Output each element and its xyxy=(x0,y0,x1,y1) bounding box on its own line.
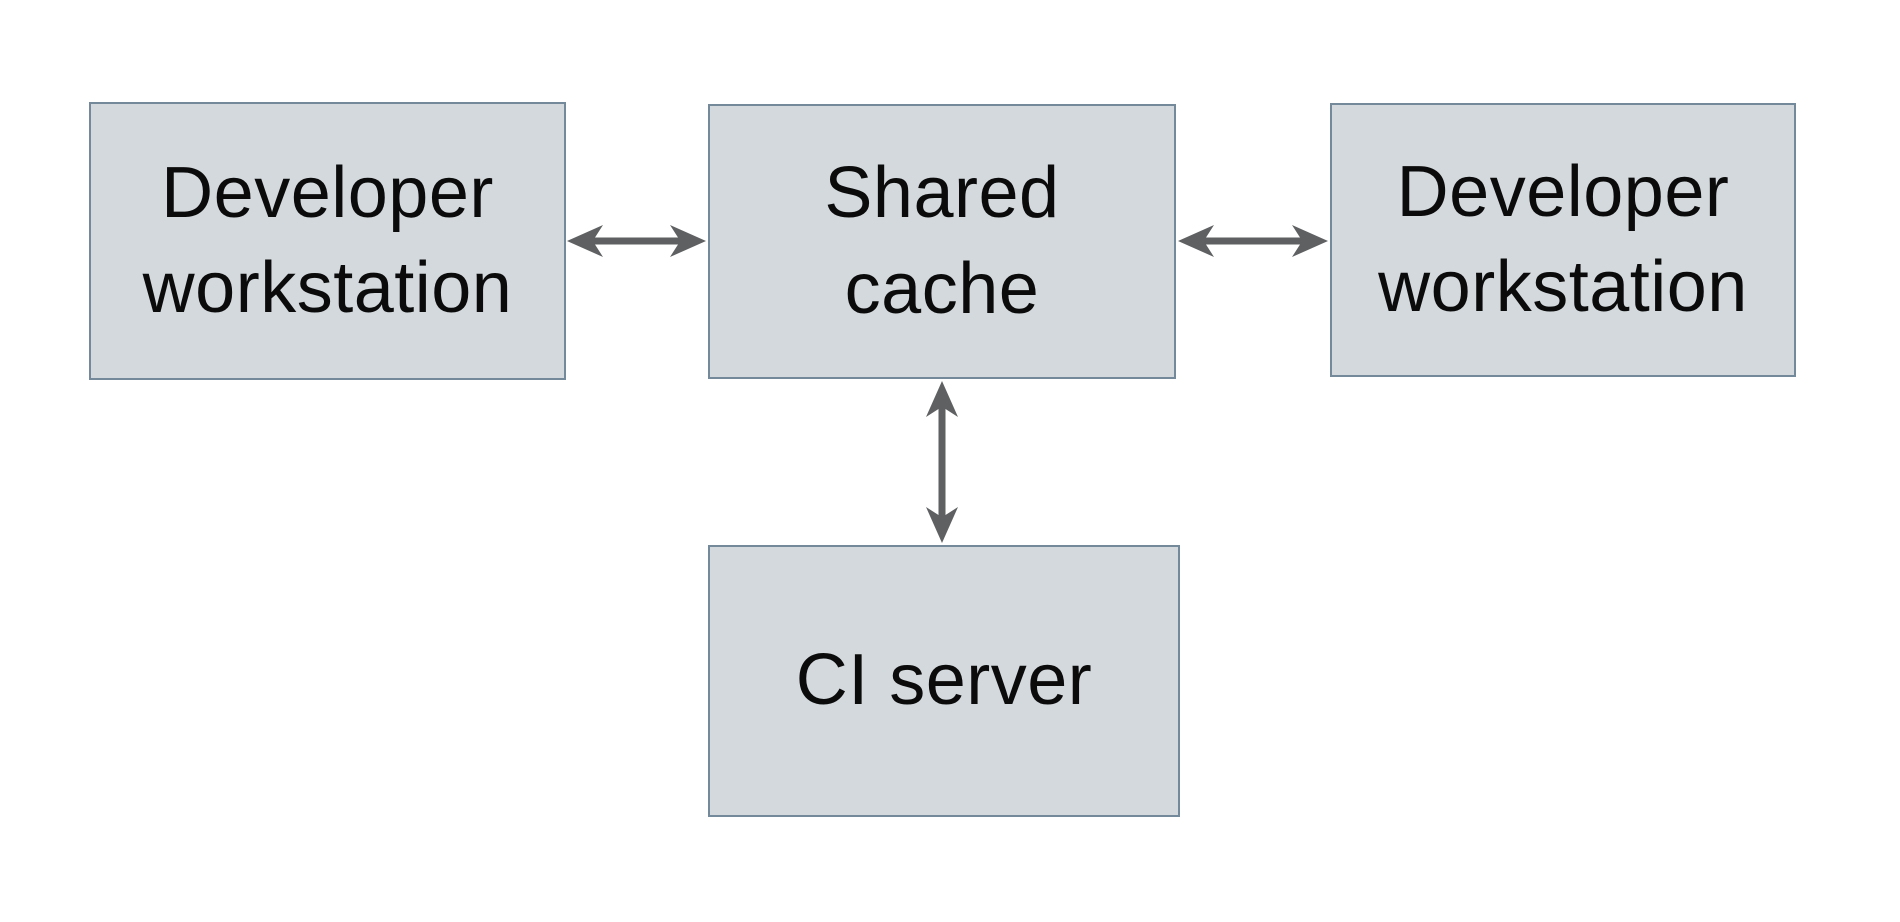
node-developer-workstation-left: Developer workstation xyxy=(89,102,566,380)
node-label-developer-workstation-left: Developer workstation xyxy=(142,152,513,328)
node-label-shared-cache: Shared cache xyxy=(824,153,1060,329)
node-label-ci-server: CI server xyxy=(795,640,1093,721)
node-label-developer-workstation-right: Developer workstation xyxy=(1378,151,1748,327)
node-ci-server: CI server xyxy=(708,545,1180,817)
double-arrow-shared-cache-to-right xyxy=(1178,225,1328,257)
node-developer-workstation-right: Developer workstation xyxy=(1330,103,1796,377)
double-arrow-shared-cache-to-ci-server xyxy=(926,381,958,543)
double-arrow-left-to-shared-cache xyxy=(567,225,706,257)
node-shared-cache: Shared cache xyxy=(708,104,1176,379)
